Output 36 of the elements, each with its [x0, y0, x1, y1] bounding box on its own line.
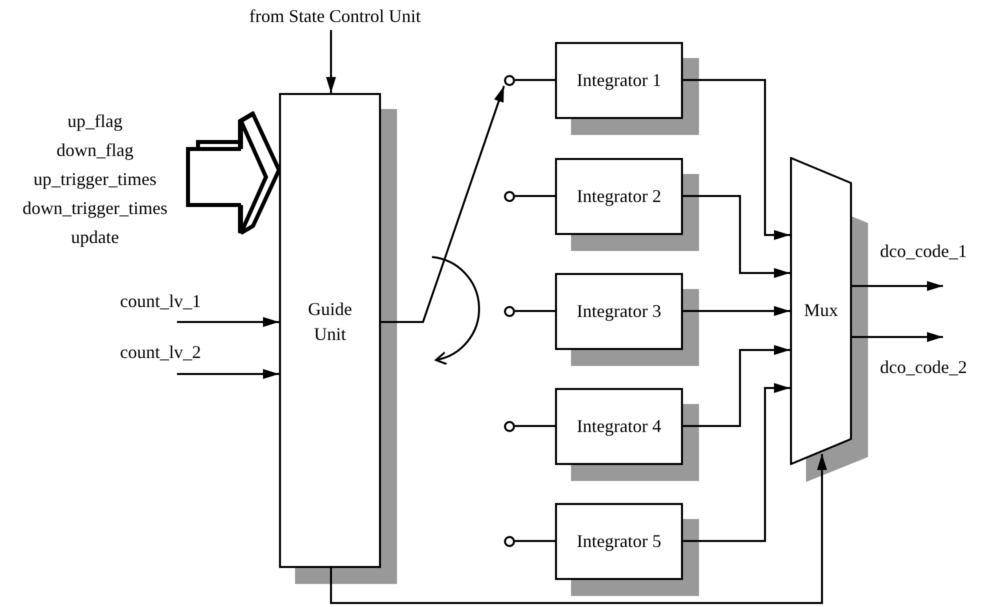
connector-line [515, 425, 555, 427]
signal-label: up_flag [66, 110, 124, 133]
arrow [852, 332, 943, 342]
arrow [683, 195, 790, 278]
process-box: Integrator 3 [555, 273, 683, 350]
signal-label: up_trigger_times [32, 168, 158, 191]
block-label: Mux [802, 299, 839, 322]
signal-label: down_flag [56, 139, 134, 162]
terminal-circle [504, 75, 515, 86]
arrow [683, 306, 790, 316]
process-box: Integrator 4 [555, 388, 683, 465]
multiplexer-shape [790, 157, 852, 465]
input-label: from State Control Unit [248, 5, 422, 28]
connector-line [515, 540, 555, 542]
process-box: Guide Unit [279, 93, 381, 568]
arrow [177, 317, 279, 327]
arrow [330, 454, 827, 604]
process-box: Integrator 5 [555, 503, 683, 580]
arrow [683, 345, 790, 427]
connector-line [515, 79, 555, 81]
terminal-circle [504, 306, 515, 317]
connector-line [515, 310, 555, 312]
arrow [683, 79, 790, 240]
connector-line [515, 195, 555, 197]
arrow [683, 383, 790, 542]
process-box: Integrator 2 [555, 158, 683, 235]
terminal-circle [504, 421, 515, 432]
terminal-circle [504, 191, 515, 202]
arrow [852, 281, 943, 291]
terminal-circle [504, 536, 515, 547]
arrow [177, 369, 279, 379]
process-box: Integrator 1 [555, 42, 683, 119]
signal-label: update [70, 226, 120, 249]
arrow [326, 30, 336, 93]
arrow [381, 86, 505, 323]
signal-label: down_trigger_times [22, 197, 168, 220]
